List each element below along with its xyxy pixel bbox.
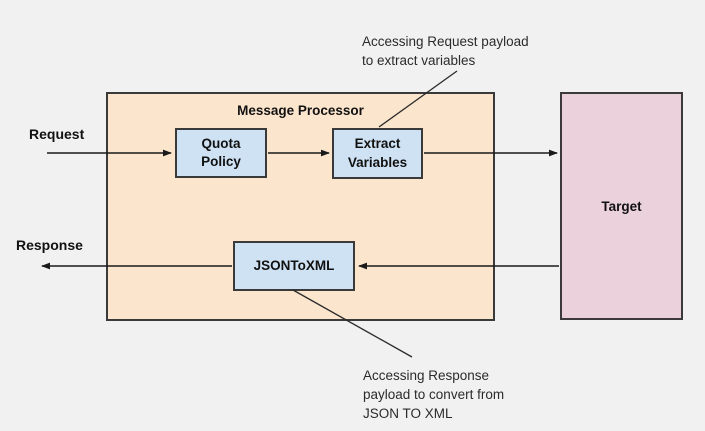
response-label: Response	[16, 237, 83, 253]
node-extract-variables: Extract Variables	[332, 128, 423, 179]
target-label: Target	[601, 198, 642, 214]
extract-variables-label-line1: Extract	[354, 136, 401, 152]
message-processor-title: Message Processor	[237, 103, 364, 118]
annotation-response-line3: JSON TO XML	[363, 406, 453, 421]
annotation-response-payload: Accessing Response payload to convert fr…	[363, 366, 504, 423]
node-target: Target	[560, 92, 683, 320]
jsontoxml-label: JSONToXML	[253, 257, 335, 273]
quota-policy-label-line2: Policy	[201, 154, 241, 169]
annotation-response-line1: Accessing Response	[363, 368, 490, 383]
request-label: Request	[29, 126, 85, 142]
annotation-request-payload: Accessing Request payload to extract var…	[362, 32, 529, 70]
annotation-request-line2: to extract variables	[362, 53, 476, 68]
annotation-response-line2: payload to convert from	[363, 387, 505, 402]
annotation-request-line1: Accessing Request payload	[362, 34, 529, 49]
quota-policy-label-line1: Quota	[201, 135, 241, 151]
node-jsontoxml: JSONToXML	[233, 241, 355, 291]
extract-variables-label-line2: Variables	[347, 154, 408, 170]
node-quota-policy: Quota Policy	[175, 128, 267, 178]
